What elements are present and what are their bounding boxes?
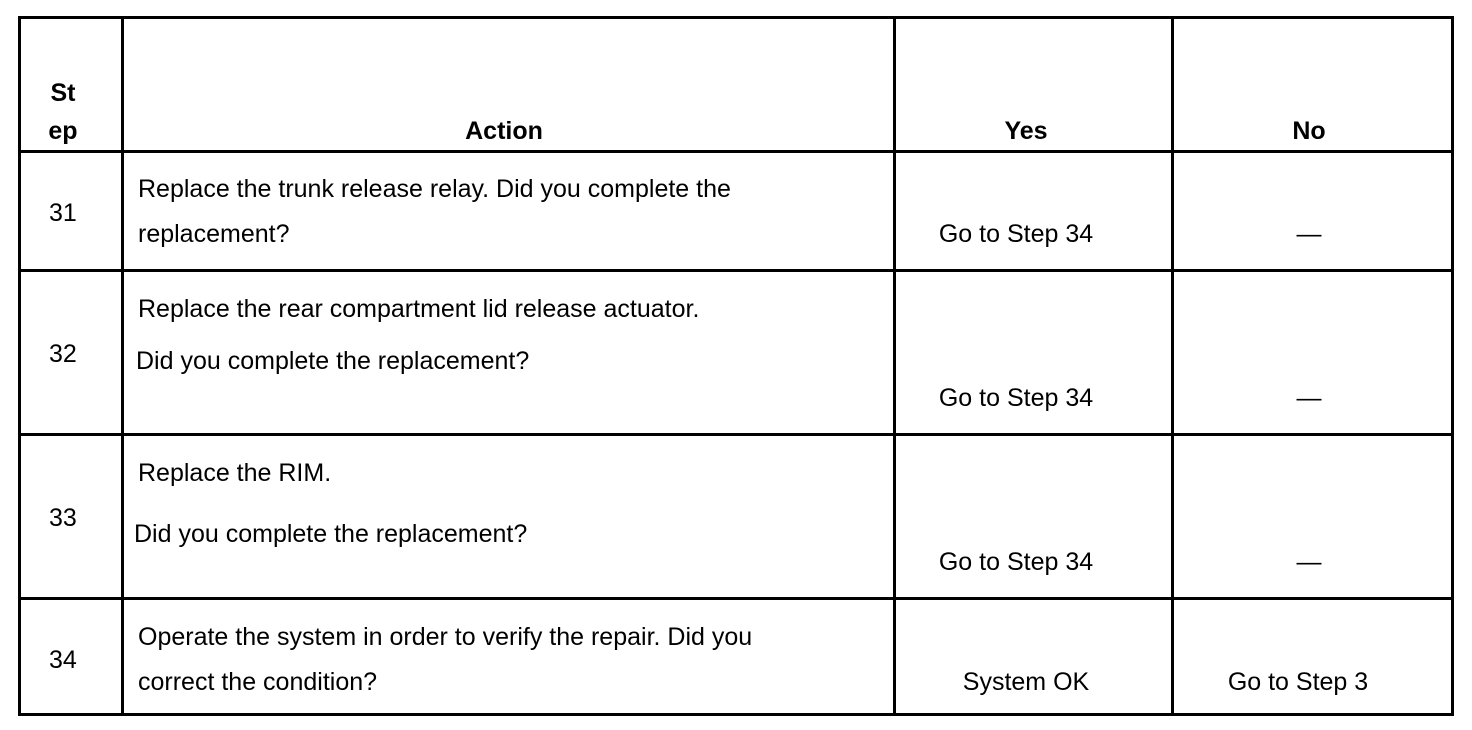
row-divider — [21, 597, 1451, 600]
row-yes-value: System OK — [962, 668, 1090, 696]
row-yes-value: Go to Step 34 — [938, 220, 1094, 248]
row-action-line: Replace the trunk release relay. Did you… — [138, 175, 731, 203]
row-no-value: — — [1296, 220, 1322, 248]
row-step-number: 34 — [49, 646, 77, 674]
row-action-line: Replace the rear compartment lid release… — [138, 295, 700, 323]
row-step-number: 31 — [49, 199, 77, 227]
header-no: No — [1292, 117, 1326, 145]
column-divider — [893, 19, 896, 713]
row-action-line: Did you complete the replacement? — [136, 347, 530, 375]
row-step-number: 33 — [49, 504, 77, 532]
row-divider — [21, 433, 1451, 436]
row-action-line: Did you complete the replacement? — [134, 520, 528, 548]
row-step-number: 32 — [49, 340, 77, 368]
row-divider — [21, 269, 1451, 272]
row-no-value: Go to Step 3 — [1227, 668, 1369, 696]
column-divider — [1171, 19, 1174, 713]
row-no-value: — — [1296, 384, 1322, 412]
column-divider — [121, 19, 124, 713]
header-yes: Yes — [1004, 117, 1048, 145]
header-step-line1: St — [50, 79, 76, 107]
diagnostic-table: St ep Action Yes No 31 Replace the trunk… — [18, 16, 1454, 716]
row-yes-value: Go to Step 34 — [938, 548, 1094, 576]
row-action-line: Replace the RIM. — [138, 459, 332, 487]
row-action-line: replacement? — [138, 220, 290, 248]
row-action-line: correct the condition? — [138, 668, 378, 696]
row-divider — [21, 150, 1451, 153]
row-yes-value: Go to Step 34 — [938, 384, 1094, 412]
header-action: Action — [465, 117, 543, 145]
header-step-line2: ep — [48, 117, 78, 145]
row-no-value: — — [1296, 548, 1322, 576]
row-action-line: Operate the system in order to verify th… — [138, 623, 753, 651]
